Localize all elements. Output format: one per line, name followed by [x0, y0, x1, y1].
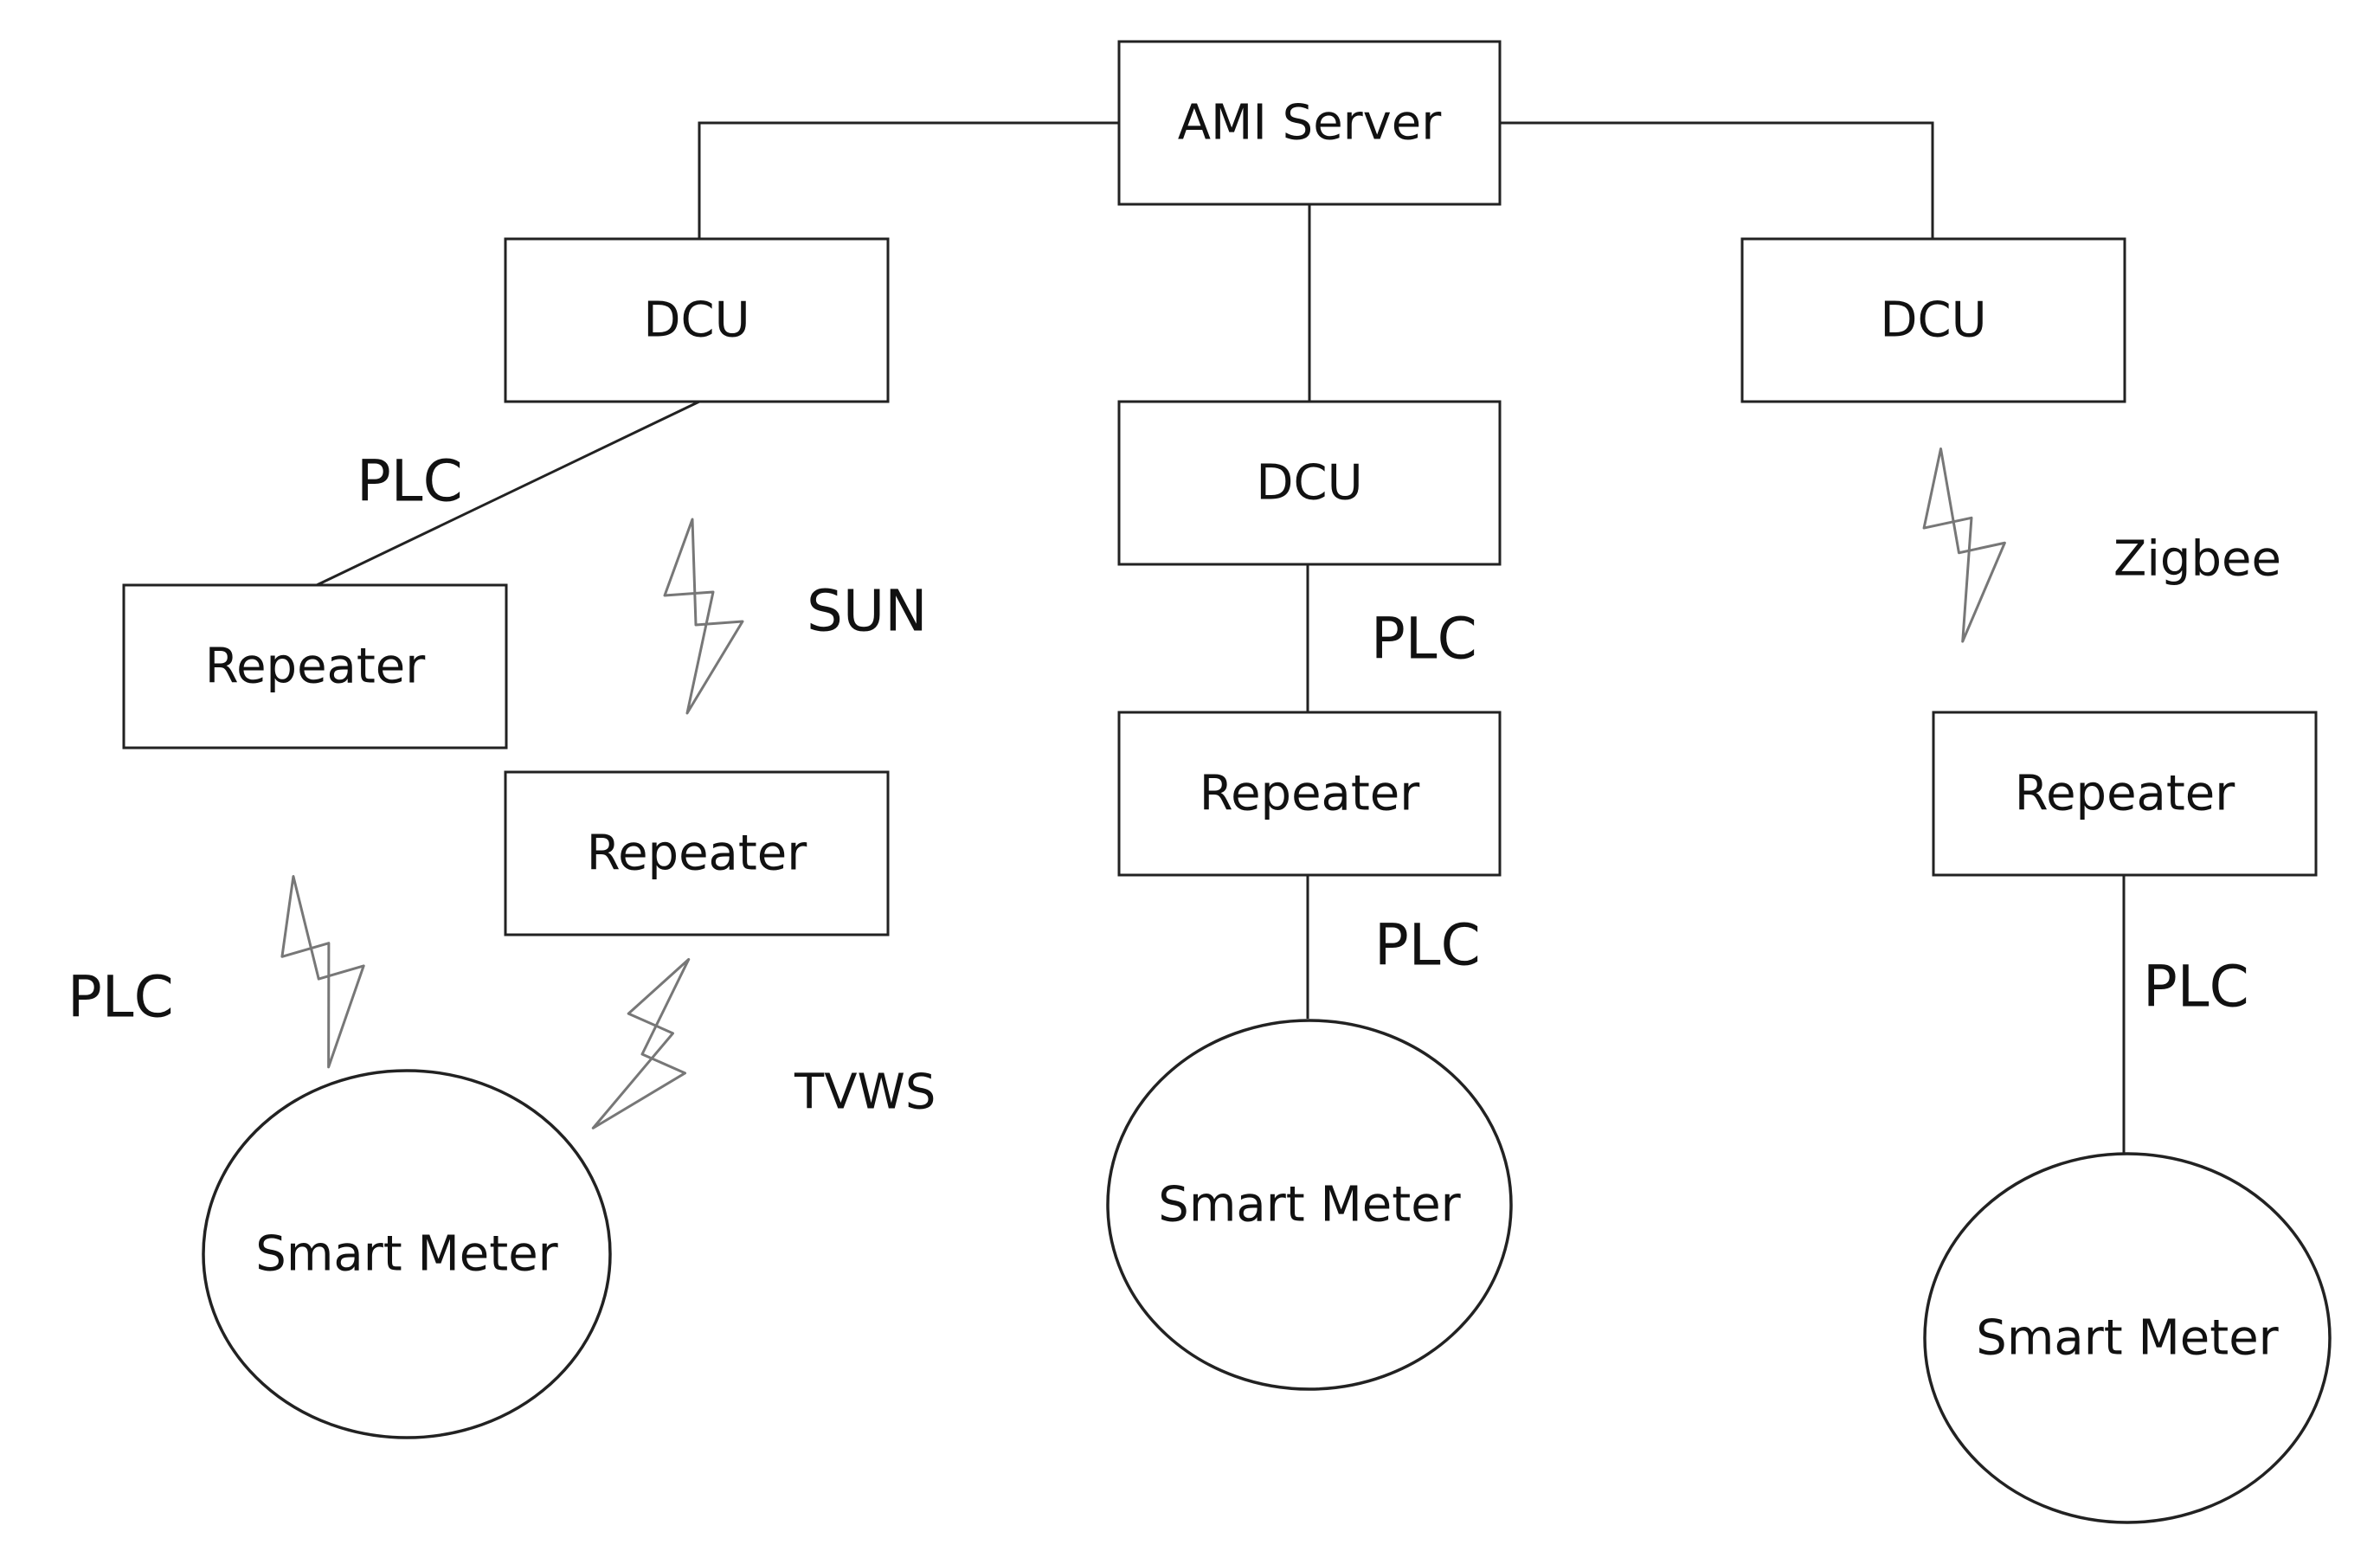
- dcu-right-node: DCU: [1740, 237, 2126, 403]
- lightning-bolt-icon: [265, 864, 384, 1073]
- smart-meter-center-node: Smart Meter: [1106, 1019, 1513, 1391]
- dcu-left-label: DCU: [643, 293, 749, 349]
- repeater-left-1-node: Repeater: [122, 583, 508, 750]
- smart-meter-left-node: Smart Meter: [202, 1069, 612, 1439]
- tvws-label: TVWS: [794, 1065, 936, 1121]
- smart-meter-left-label: Smart Meter: [255, 1226, 558, 1283]
- sun-label: SUN: [807, 578, 928, 645]
- server-to-dcu-right-line: [1500, 121, 1934, 239]
- link-labels: PLC SUN PLC TVWS PLC PLC Zigbee PLC: [68, 448, 2281, 1121]
- plc-label-center-upper: PLC: [1371, 606, 1477, 673]
- lightning-bolt-icon: [663, 518, 744, 715]
- repeater-left-1-label: Repeater: [205, 639, 427, 695]
- plc-label-left-lower: PLC: [68, 964, 174, 1031]
- repeater-left-2-node: Repeater: [504, 770, 890, 936]
- plc-label-center-lower: PLC: [1374, 912, 1481, 979]
- repeater-left-2-label: Repeater: [587, 826, 808, 882]
- dcu-left-node: DCU: [504, 237, 890, 403]
- plc-label-left-upper: PLC: [357, 448, 463, 515]
- zigbee-label: Zigbee: [2113, 531, 2281, 588]
- server-to-dcu-left-line: [698, 121, 1119, 239]
- ami-server-node: AMI Server: [1117, 40, 1502, 206]
- lightning-bolt-icon: [1912, 440, 2019, 647]
- plc-label-right: PLC: [2143, 954, 2249, 1020]
- smart-meter-right-label: Smart Meter: [1976, 1310, 2279, 1367]
- connection-lines: [316, 121, 2126, 1156]
- ami-server-label: AMI Server: [1178, 95, 1443, 151]
- dcu-left-to-repeater-line: [316, 400, 700, 587]
- repeater-right-node: Repeater: [1932, 711, 2318, 877]
- dcu-center-node: DCU: [1117, 400, 1502, 566]
- lightning-bolt-icon: [571, 944, 735, 1155]
- smart-meter-right-node: Smart Meter: [1923, 1152, 2332, 1524]
- dcu-right-label: DCU: [1880, 293, 1986, 349]
- smart-meter-center-label: Smart Meter: [1158, 1177, 1461, 1233]
- repeater-right-label: Repeater: [2015, 766, 2236, 822]
- repeater-center-label: Repeater: [1200, 766, 1421, 822]
- dcu-center-label: DCU: [1256, 455, 1362, 512]
- repeater-center-node: Repeater: [1117, 711, 1502, 877]
